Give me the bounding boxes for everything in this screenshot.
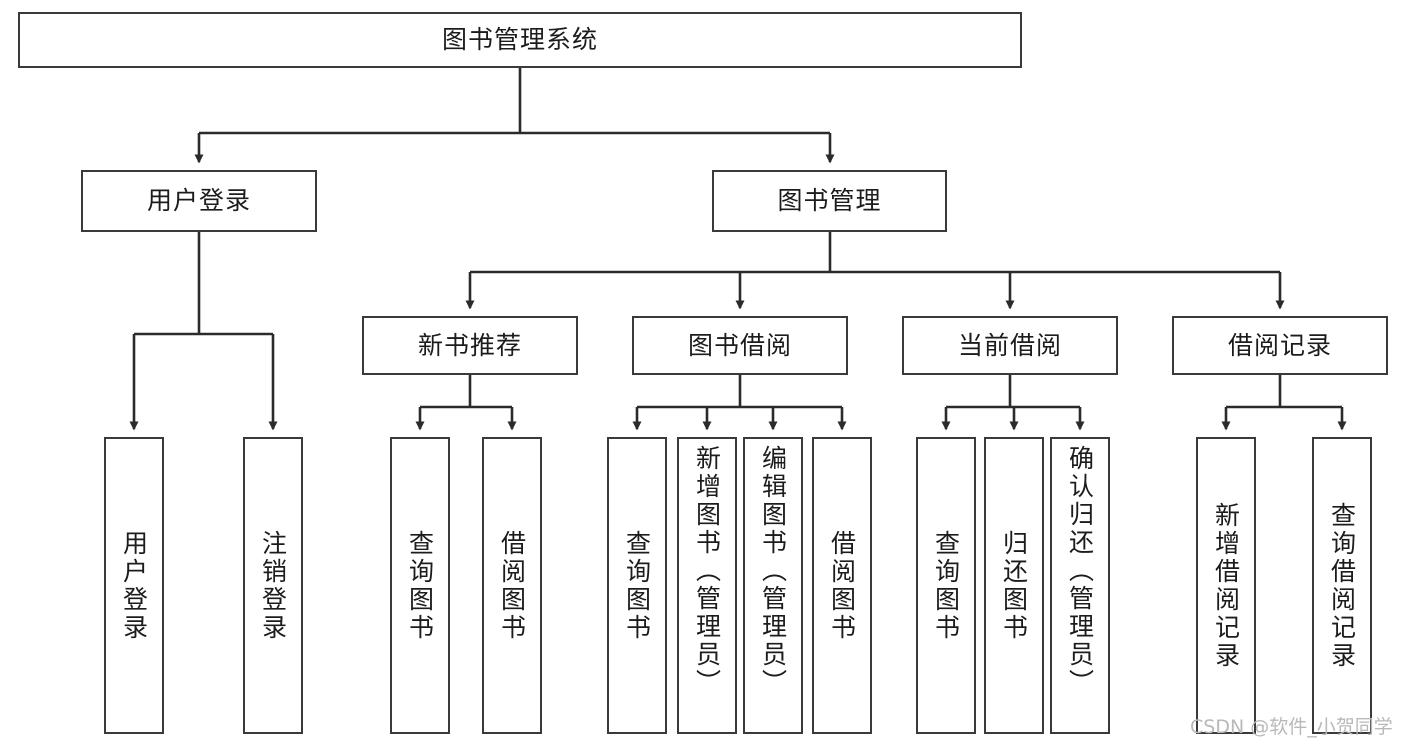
node-user-login-label: 用户登录 (146, 186, 251, 216)
node-leaf-return-book-label: 归还图书 (999, 529, 1029, 642)
node-book-management[interactable]: 图书管理 (712, 170, 947, 232)
node-leaf-query-books-2-label: 查询图书 (622, 529, 652, 642)
node-leaf-user-logout[interactable]: 注销登录 (243, 437, 303, 734)
node-new-book-recommend[interactable]: 新书推荐 (362, 316, 578, 375)
node-new-book-recommend-label: 新书推荐 (417, 330, 522, 360)
node-leaf-user-login[interactable]: 用户登录 (104, 437, 164, 734)
node-leaf-user-logout-label: 注销登录 (258, 529, 288, 642)
node-leaf-query-books-1-label: 查询图书 (405, 529, 435, 642)
node-borrow-records-label: 借阅记录 (1227, 330, 1332, 360)
watermark-text: CSDN @软件_小贺同学 (1190, 716, 1393, 738)
node-root-label: 图书管理系统 (441, 25, 598, 55)
node-book-borrow-label: 图书借阅 (687, 330, 792, 360)
node-leaf-confirm-return-label: 确认归还（管理员） (1065, 445, 1095, 697)
node-leaf-query-borrow-record-label: 查询借阅记录 (1327, 501, 1357, 670)
node-leaf-return-book[interactable]: 归还图书 (984, 437, 1044, 734)
node-book-borrow[interactable]: 图书借阅 (632, 316, 848, 375)
node-leaf-edit-book-label: 编辑图书（管理员） (758, 445, 788, 697)
node-root[interactable]: 图书管理系统 (18, 12, 1022, 68)
node-leaf-add-book[interactable]: 新增图书（管理员） (677, 437, 737, 734)
node-leaf-add-book-label: 新增图书（管理员） (692, 445, 722, 697)
node-leaf-borrow-books-2-label: 借阅图书 (827, 529, 857, 642)
node-leaf-user-login-label: 用户登录 (119, 529, 149, 642)
node-leaf-query-books-3[interactable]: 查询图书 (916, 437, 976, 734)
node-leaf-add-borrow-record[interactable]: 新增借阅记录 (1196, 437, 1256, 734)
node-leaf-borrow-books-1[interactable]: 借阅图书 (482, 437, 542, 734)
node-user-login[interactable]: 用户登录 (81, 170, 317, 232)
node-leaf-query-borrow-record[interactable]: 查询借阅记录 (1312, 437, 1372, 734)
node-leaf-query-books-2[interactable]: 查询图书 (607, 437, 667, 734)
node-leaf-borrow-books-2[interactable]: 借阅图书 (812, 437, 872, 734)
node-leaf-query-books-3-label: 查询图书 (931, 529, 961, 642)
node-leaf-add-borrow-record-label: 新增借阅记录 (1211, 501, 1241, 670)
node-leaf-edit-book[interactable]: 编辑图书（管理员） (743, 437, 803, 734)
node-current-borrow[interactable]: 当前借阅 (902, 316, 1118, 375)
node-leaf-query-books-1[interactable]: 查询图书 (390, 437, 450, 734)
node-current-borrow-label: 当前借阅 (957, 330, 1062, 360)
node-leaf-borrow-books-1-label: 借阅图书 (497, 529, 527, 642)
node-book-management-label: 图书管理 (777, 186, 882, 216)
node-borrow-records[interactable]: 借阅记录 (1172, 316, 1388, 375)
node-leaf-confirm-return[interactable]: 确认归还（管理员） (1050, 437, 1110, 734)
